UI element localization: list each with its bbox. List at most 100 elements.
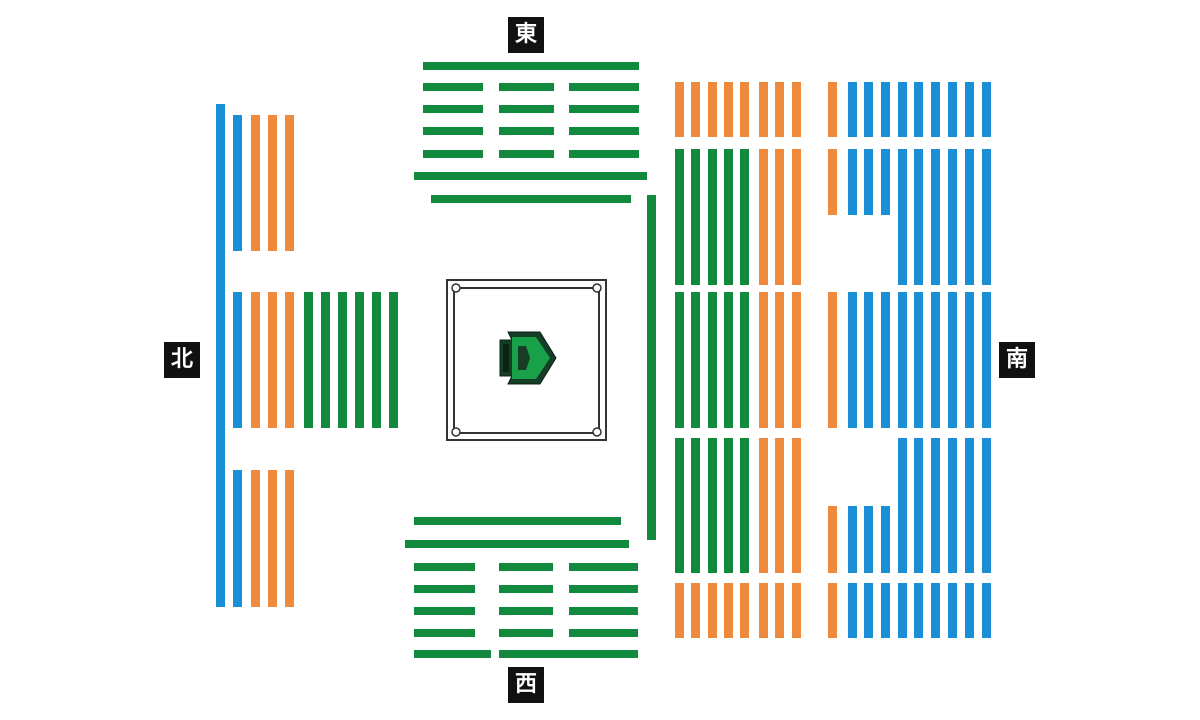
seat-row-east[interactable]: [423, 62, 639, 70]
seat-column-middle[interactable]: [691, 438, 700, 573]
seat-column-north[interactable]: [372, 292, 381, 428]
seat-column-middle[interactable]: [708, 583, 717, 638]
seat-column-north[interactable]: [216, 104, 225, 607]
seat-column-south[interactable]: [948, 292, 957, 428]
seat-column-north[interactable]: [285, 115, 294, 251]
seat-row-east[interactable]: [431, 195, 631, 203]
seat-column-south[interactable]: [982, 82, 991, 137]
seat-column-middle[interactable]: [724, 583, 733, 638]
seat-column-north[interactable]: [268, 292, 277, 428]
seat-column-south[interactable]: [828, 506, 837, 573]
seat-column-middle[interactable]: [792, 149, 801, 285]
seat-column-south[interactable]: [864, 506, 873, 573]
seat-column-south[interactable]: [948, 438, 957, 573]
seat-row-east[interactable]: [499, 150, 554, 158]
seat-column-south[interactable]: [982, 149, 991, 285]
seat-column-middle[interactable]: [691, 82, 700, 137]
seat-column-north[interactable]: [285, 292, 294, 428]
seat-column-south[interactable]: [898, 149, 907, 285]
seat-column-south[interactable]: [914, 292, 923, 428]
seat-column-aisle[interactable]: [647, 195, 656, 540]
seat-row-west[interactable]: [499, 650, 638, 658]
seat-row-east[interactable]: [423, 83, 483, 91]
seat-row-west[interactable]: [414, 585, 475, 593]
seat-column-middle[interactable]: [775, 82, 784, 137]
seat-column-north[interactable]: [268, 470, 277, 607]
seat-column-south[interactable]: [881, 82, 890, 137]
seat-column-south[interactable]: [914, 438, 923, 573]
seat-column-south[interactable]: [848, 149, 857, 215]
seat-column-middle[interactable]: [740, 149, 749, 285]
seat-column-middle[interactable]: [740, 438, 749, 573]
seat-column-south[interactable]: [848, 82, 857, 137]
seat-row-west[interactable]: [569, 629, 638, 637]
seat-column-middle[interactable]: [775, 149, 784, 285]
seat-column-middle[interactable]: [759, 82, 768, 137]
seat-column-middle[interactable]: [792, 438, 801, 573]
seat-column-south[interactable]: [864, 149, 873, 215]
seat-column-south[interactable]: [881, 292, 890, 428]
seat-column-middle[interactable]: [675, 82, 684, 137]
seat-column-middle[interactable]: [759, 292, 768, 428]
seat-column-south[interactable]: [948, 583, 957, 638]
seat-row-west[interactable]: [569, 585, 638, 593]
seat-column-south[interactable]: [965, 438, 974, 573]
seat-row-east[interactable]: [569, 127, 639, 135]
seat-column-south[interactable]: [898, 82, 907, 137]
seat-column-middle[interactable]: [724, 438, 733, 573]
seat-column-middle[interactable]: [724, 82, 733, 137]
seat-column-middle[interactable]: [759, 438, 768, 573]
seat-column-south[interactable]: [898, 583, 907, 638]
seat-column-south[interactable]: [914, 149, 923, 285]
seat-row-west[interactable]: [414, 650, 491, 658]
seat-row-west[interactable]: [414, 629, 475, 637]
seat-column-south[interactable]: [898, 292, 907, 428]
seat-row-west[interactable]: [499, 585, 553, 593]
seat-column-middle[interactable]: [740, 292, 749, 428]
seat-row-east[interactable]: [414, 172, 647, 180]
seat-column-north[interactable]: [321, 292, 330, 428]
seat-column-south[interactable]: [965, 149, 974, 285]
seat-column-south[interactable]: [948, 149, 957, 285]
seat-column-north[interactable]: [233, 470, 242, 607]
seat-row-east[interactable]: [499, 105, 554, 113]
seat-column-south[interactable]: [881, 149, 890, 215]
seat-column-south[interactable]: [864, 292, 873, 428]
seat-column-middle[interactable]: [675, 583, 684, 638]
seat-column-south[interactable]: [965, 292, 974, 428]
seat-column-middle[interactable]: [708, 82, 717, 137]
seat-column-north[interactable]: [304, 292, 313, 428]
seat-column-north[interactable]: [268, 115, 277, 251]
seat-column-south[interactable]: [848, 583, 857, 638]
seat-column-middle[interactable]: [740, 82, 749, 137]
seat-column-middle[interactable]: [675, 149, 684, 285]
seat-column-south[interactable]: [881, 583, 890, 638]
seat-row-east[interactable]: [569, 83, 639, 91]
seat-column-north[interactable]: [251, 292, 260, 428]
seat-column-south[interactable]: [931, 438, 940, 573]
seat-column-south[interactable]: [828, 149, 837, 215]
seat-column-south[interactable]: [914, 583, 923, 638]
seat-row-east[interactable]: [423, 150, 483, 158]
seat-column-south[interactable]: [965, 82, 974, 137]
seat-column-middle[interactable]: [775, 583, 784, 638]
seat-column-south[interactable]: [828, 583, 837, 638]
seat-column-south[interactable]: [864, 583, 873, 638]
seat-column-south[interactable]: [982, 292, 991, 428]
seat-column-middle[interactable]: [675, 292, 684, 428]
seat-column-south[interactable]: [848, 292, 857, 428]
seat-column-middle[interactable]: [792, 583, 801, 638]
seat-column-middle[interactable]: [792, 292, 801, 428]
seat-column-north[interactable]: [251, 115, 260, 251]
seat-column-middle[interactable]: [724, 149, 733, 285]
seat-row-west[interactable]: [499, 607, 553, 615]
seat-column-south[interactable]: [982, 438, 991, 573]
seat-column-south[interactable]: [864, 82, 873, 137]
seat-column-north[interactable]: [355, 292, 364, 428]
seat-row-east[interactable]: [423, 105, 483, 113]
seat-row-west[interactable]: [414, 563, 475, 571]
seat-column-north[interactable]: [285, 470, 294, 607]
seat-column-north[interactable]: [251, 470, 260, 607]
seat-column-middle[interactable]: [775, 292, 784, 428]
seat-row-west[interactable]: [499, 629, 553, 637]
